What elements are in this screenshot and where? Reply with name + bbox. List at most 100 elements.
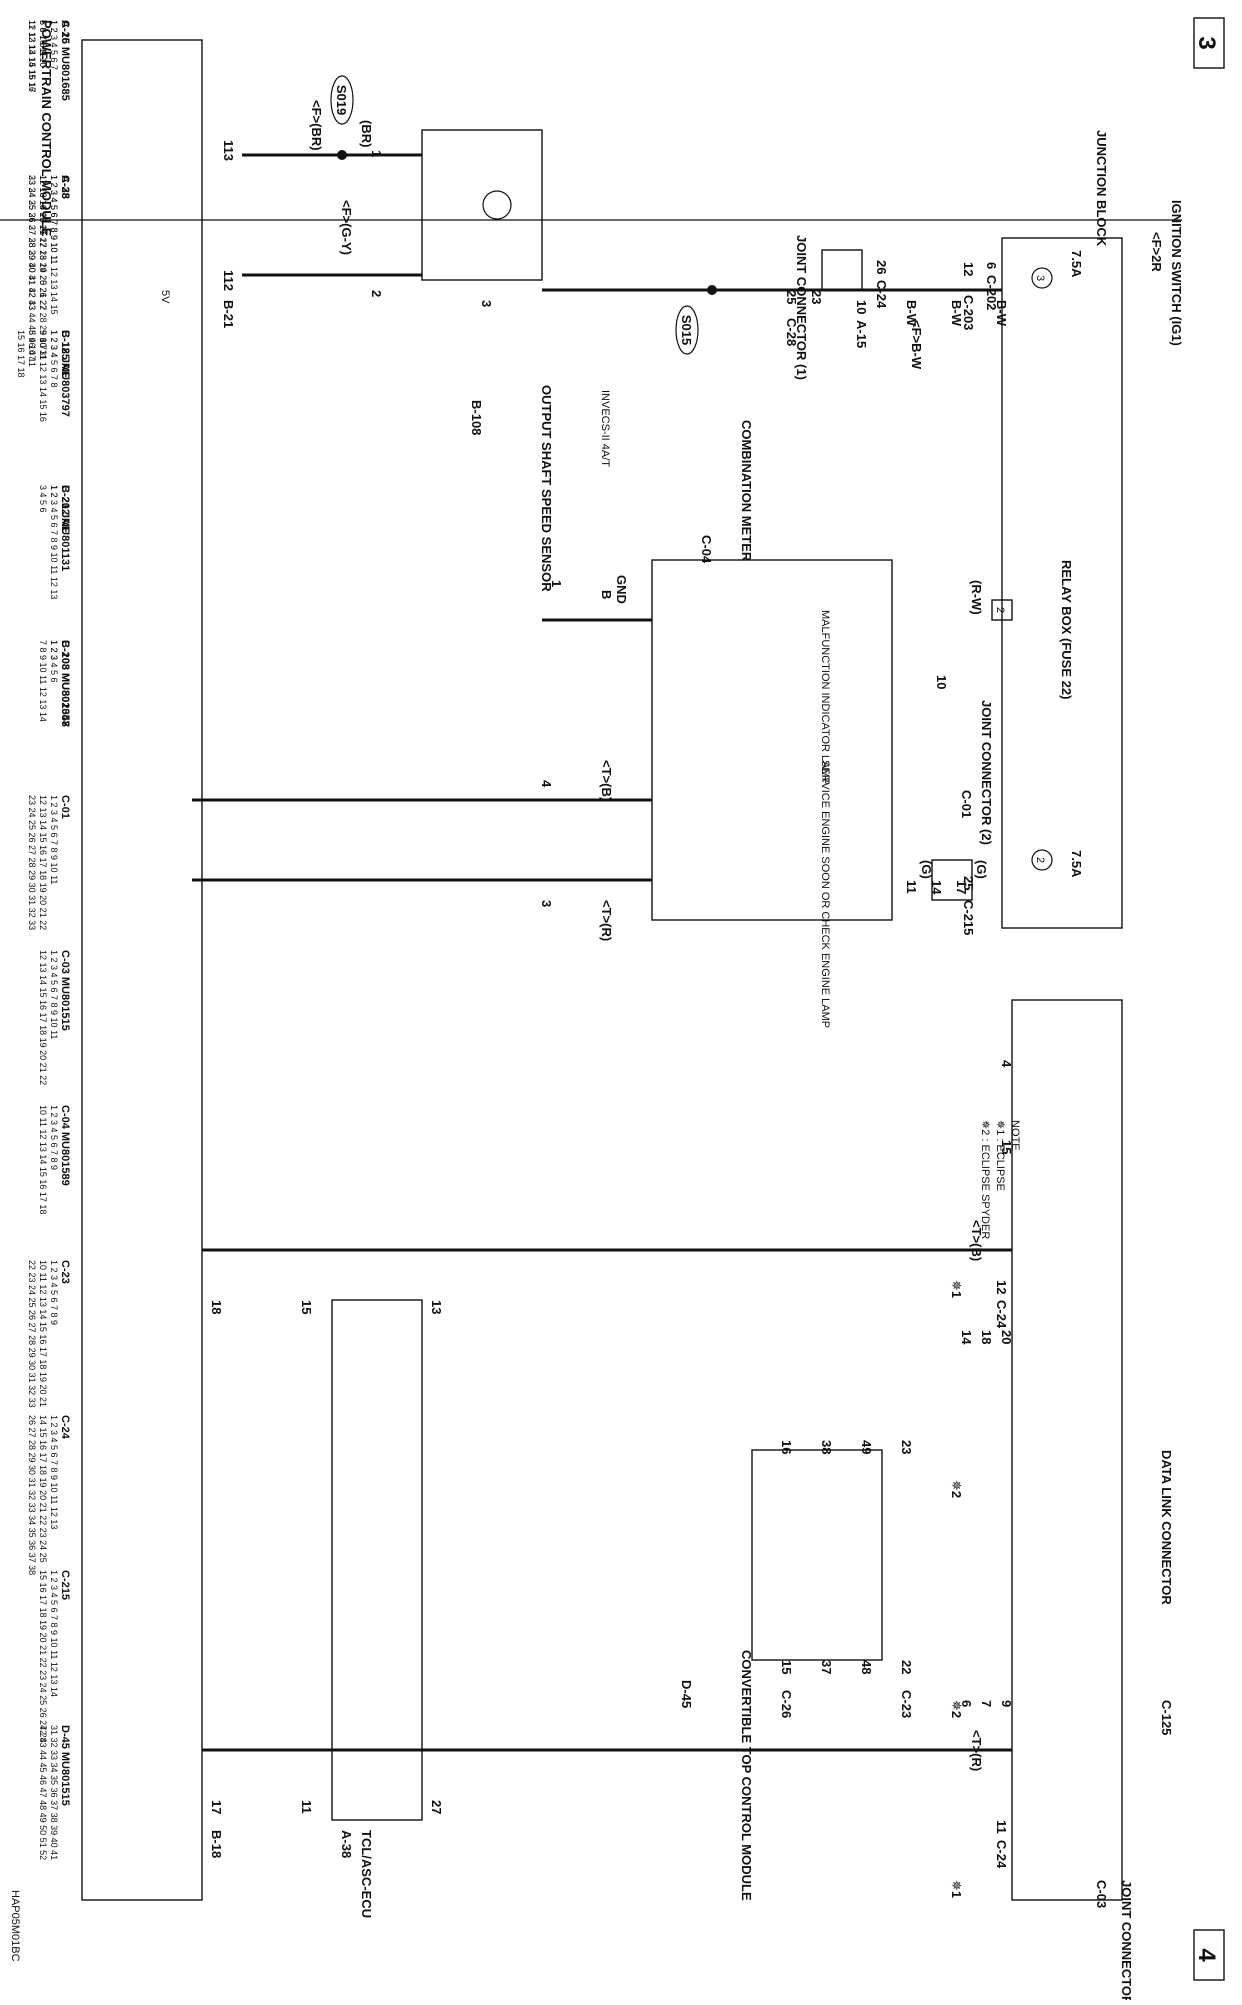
connector-table-id: C-125 MU803797 (59, 330, 71, 417)
pin-18-pcm: 18 (209, 1300, 224, 1314)
relay-fuse-number: 2 (994, 607, 1006, 613)
connector-c202: C-202 (984, 275, 999, 310)
connector-table-row: 1 2 3 4 5 6 7 8 9 10 11 (49, 175, 59, 264)
connector-table-row: 1 2 3 4 5 6 7 8 9 10 11 12 13 14 (49, 1570, 59, 1697)
pin-4-meter: 4 (539, 780, 554, 788)
pin-6-dlc: 6 (959, 1700, 974, 1707)
connector-table-row: 10 11 12 13 14 15 16 17 18 19 20 21 (38, 1260, 48, 1407)
pin-18-dlc: 18 (979, 1330, 994, 1344)
connector-table-row: 17 18 19 20 21 22 23 24 25 26 27 28 29 3… (38, 175, 48, 360)
splice-s019: S019 (334, 85, 349, 115)
page-number-left-box (1193, 17, 1225, 69)
connector-table-row: 1 2 (49, 485, 59, 498)
junction-block-label: JUNCTION BLOCK (1094, 130, 1109, 247)
invecs-label: INVECS-II 4A/T (599, 390, 611, 467)
fuse-2-circle (1031, 849, 1053, 871)
connector-table-row: 5 6 7 8 9 10 (38, 20, 48, 68)
connector-table-row: 1 2 3 4 5 6 7 8 9 10 11 12 13 (49, 1415, 59, 1529)
pin-13: 13 (429, 1300, 444, 1314)
connector-c23: C-23 (899, 1690, 914, 1718)
pin-3-meter: 3 (539, 900, 554, 907)
pin-3-sensor: 3 (479, 300, 494, 307)
pin-2-sensor: 2 (369, 290, 384, 297)
wire-bw-2: B-W (949, 300, 964, 327)
output-sensor-coil (482, 190, 512, 220)
connector-table-row: 1 2 3 4 5 6 7 8 9 10 11 (49, 795, 59, 884)
connector-table-row: 12 13 14 15 16 17 (27, 20, 37, 93)
ignition-switch-label: IGNITION SWITCH (IG1) (1169, 200, 1184, 346)
wire-g-2: (G) (919, 860, 934, 879)
pcm-box (81, 39, 203, 1901)
connector-table-id: C-23 (59, 1260, 71, 1284)
joint-connector-1-box (821, 249, 863, 291)
connector-c24-c: C-24 (994, 1840, 1009, 1869)
connector-table-row: 5 6 7 (38, 330, 48, 350)
joint-connector-3-label: JOINT CONNECTOR (3) (1119, 1880, 1134, 2000)
joint-connector-2-label: JOINT CONNECTOR (2) (979, 700, 994, 845)
pin-14: 14 (929, 880, 944, 895)
connector-c01: C-01 (959, 790, 974, 818)
pin-112: 112 (221, 270, 236, 291)
relay-fuse-box (991, 599, 1013, 621)
tcl-ecu-box (331, 1299, 423, 1821)
mil-label: MALFUNCTION INDICATOR LAMP (819, 610, 831, 785)
connector-table-id: C-01 (59, 795, 71, 819)
connector-table-id: C-04 MU801589 (59, 1105, 71, 1186)
pin-7: 7 (979, 1700, 994, 1707)
pin-38: 38 (819, 1440, 834, 1454)
page-number-left: 3 (1193, 36, 1220, 49)
connector-d45: D-45 (679, 1680, 694, 1708)
gnd-label: GND (614, 575, 629, 604)
connector-table-row: 23 24 25 26 27 28 29 30 31 32 33 (27, 795, 37, 930)
wire-tb-meter: <T>(B) (599, 760, 614, 801)
wire-g-1: (G) (974, 860, 989, 879)
connector-b18: B-18 (209, 1830, 224, 1858)
output-sensor-label: OUTPUT SHAFT SPEED SENSOR (539, 385, 554, 592)
pin-37: 37 (819, 1660, 834, 1674)
wire-bw-1: B-W (994, 300, 1009, 327)
connector-table-row: 26 27 28 29 30 31 32 33 34 35 36 37 38 (27, 1415, 37, 1575)
star-2-left: ✵2 (949, 1480, 964, 1498)
joint-connector-2-box (931, 859, 973, 901)
pin-9: 9 (999, 1700, 1014, 1707)
combination-meter-label: COMBINATION METER (739, 420, 754, 562)
pin-113: 113 (221, 140, 236, 161)
connector-table-row: 22 23 24 25 26 27 28 29 30 31 32 33 (27, 1260, 37, 1408)
tcl-ecu-label: TCL/ASC-ECU (359, 1830, 374, 1918)
connector-table-row: 31 32 33 34 35 36 37 38 39 40 41 (49, 1725, 59, 1860)
wire-fbw: <F>B-W (909, 320, 924, 370)
pin-16: 16 (779, 1440, 794, 1454)
connector-table-id: A-15 (59, 20, 71, 44)
note-spyder: ✵2 : ECLIPSE SPYDER (979, 1120, 991, 1239)
connector-table-row: 12 13 14 15 16 17 18 19 20 21 22 (38, 795, 48, 930)
connector-c203: C-203 (961, 295, 976, 330)
pin-26: 26 (874, 260, 889, 274)
connector-c125: C-125 (1159, 1700, 1174, 1735)
wire-rw: (R-W) (969, 580, 984, 615)
connector-table-row: 9 10 11 12 13 14 15 16 (38, 330, 48, 422)
pin-48: 48 (859, 1660, 874, 1674)
connector-table-row: 3 4 5 6 (38, 485, 48, 513)
connector-table-row: 11 12 13 14 15 16 (27, 20, 37, 92)
connector-b21: B-21 (221, 300, 236, 328)
connector-table-row: 15 16 17 18 19 20 21 22 23 24 25 26 27 2… (38, 1570, 48, 1743)
fuse-amp-2: 7.5A (1069, 850, 1084, 878)
connector-table-row: 1 2 3 4 5 6 7 8 9 10 11 12 13 (49, 485, 59, 599)
splice-s015-oval (675, 305, 699, 355)
pcm-label: POWERTRAIN CONTROL MODULE (39, 20, 54, 237)
diagram-rotated-group: 3 4 IGNITION SWITCH (IG1) <F>2R JUNCTION… (0, 17, 1225, 2005)
connector-table-id: C-24 (59, 1415, 71, 1440)
fuse-3-number: 3 (1034, 275, 1046, 281)
connector-table-id: C-28 (59, 175, 71, 199)
volt-label: 5V (159, 290, 171, 304)
connector-table-row: 15 16 17 18 (16, 330, 26, 378)
relay-box-label: RELAY BOX (FUSE 22) (1059, 560, 1074, 699)
wire-bw-3: B-W (904, 300, 919, 327)
